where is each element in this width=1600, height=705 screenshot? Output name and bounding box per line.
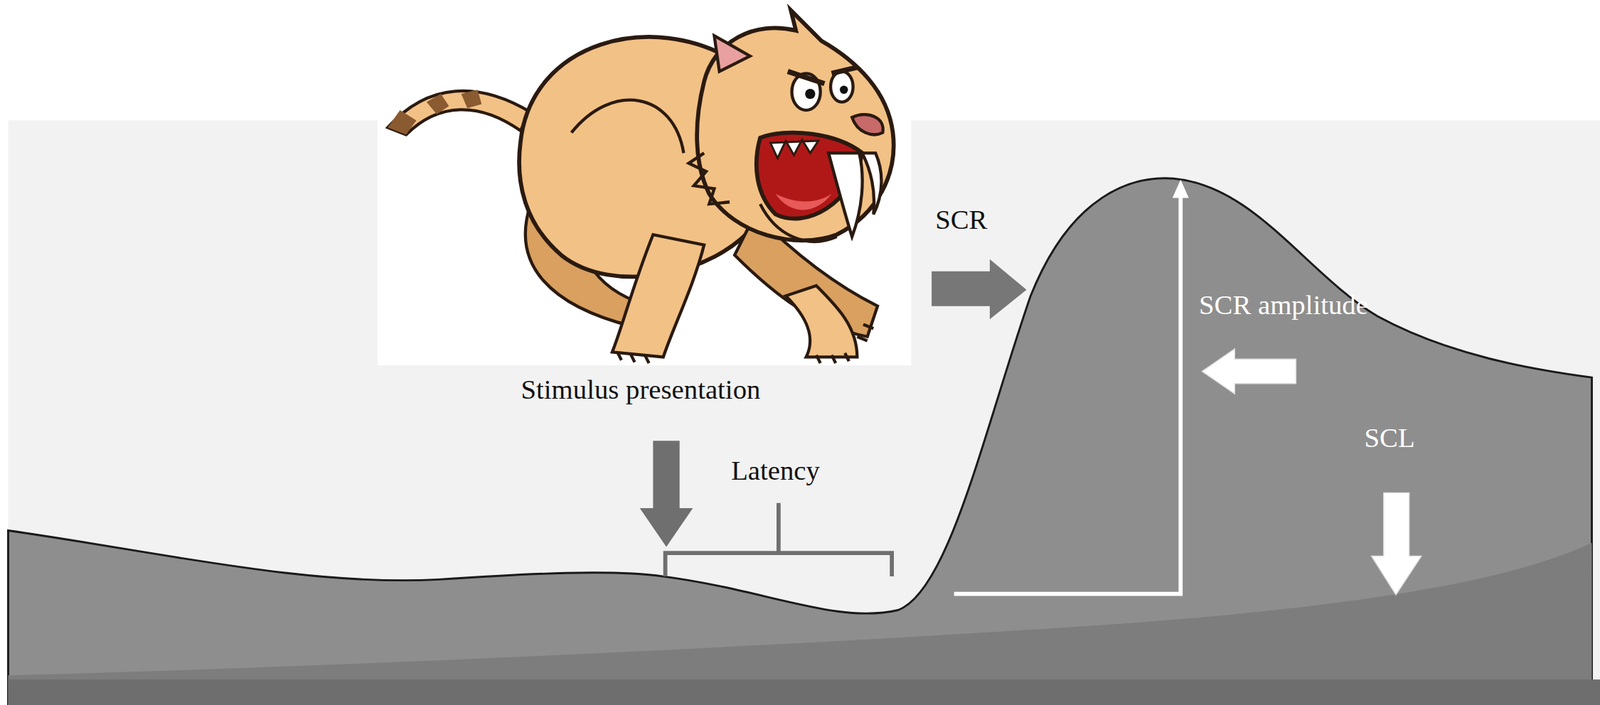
scl-label: SCL bbox=[1364, 423, 1416, 455]
base-strip bbox=[7, 679, 1600, 705]
latency-bracket bbox=[665, 503, 893, 577]
stimulus-arrow bbox=[640, 440, 694, 547]
sabre-tooth-cat bbox=[377, 0, 911, 366]
amplitude-head bbox=[1172, 179, 1189, 199]
scl-arrow bbox=[1371, 492, 1422, 596]
amplitude-lines bbox=[954, 194, 1182, 595]
scr-arrow bbox=[931, 259, 1027, 320]
amplitude-pointer bbox=[1201, 349, 1296, 394]
stimulus-label: Stimulus presentation bbox=[521, 375, 761, 407]
latency-label: Latency bbox=[731, 456, 820, 488]
amplitude-label: SCR amplitude bbox=[1198, 290, 1369, 322]
scr-waveform bbox=[7, 178, 1592, 705]
scr-label: SCR bbox=[935, 205, 988, 237]
panel-ground bbox=[7, 120, 1600, 705]
